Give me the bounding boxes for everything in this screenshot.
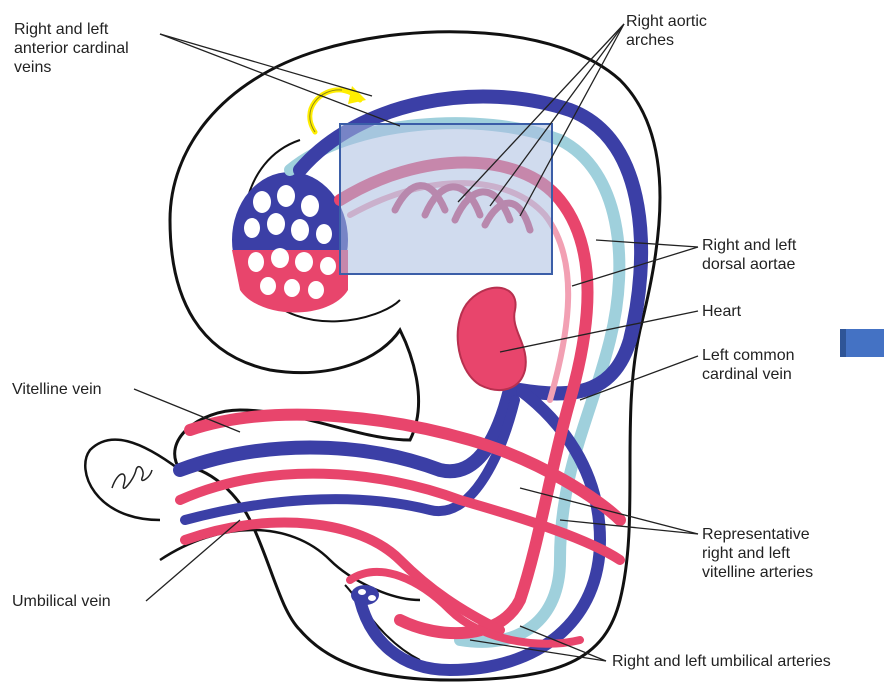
label-umbilical-vein: Umbilical vein xyxy=(12,592,111,611)
label-anterior-cardinal-line3: veins xyxy=(14,58,129,77)
label-umbilical-vein-line1: Umbilical vein xyxy=(12,592,111,611)
label-left-common-cardinal-vein: Left common cardinal vein xyxy=(702,346,794,384)
label-dorsal-aortae-line1: Right and left xyxy=(702,236,796,255)
label-heart-line1: Heart xyxy=(702,302,741,321)
label-vitelline-arteries-line3: vitelline arteries xyxy=(702,563,813,582)
label-umbilical-arteries-line1: Right and left umbilical arteries xyxy=(612,652,884,671)
label-heart: Heart xyxy=(702,302,741,321)
heart-shape xyxy=(458,288,526,390)
label-common-cardinal-line1: Left common xyxy=(702,346,794,365)
label-vitelline-vein-line1: Vitelline vein xyxy=(12,380,102,399)
highlight-box xyxy=(340,124,552,274)
label-anterior-cardinal-line1: Right and left xyxy=(14,20,129,39)
label-anterior-cardinal-veins: Right and left anterior cardinal veins xyxy=(14,20,129,77)
label-aortic-arches: Right aortic arches xyxy=(626,12,707,50)
label-vitelline-arteries-line1: Representative xyxy=(702,525,813,544)
square-marker-icon xyxy=(840,329,884,357)
label-dorsal-aortae: Right and left dorsal aortae xyxy=(702,236,796,274)
label-anterior-cardinal-line2: anterior cardinal xyxy=(14,39,129,58)
label-vitelline-arteries: Representative right and left vitelline … xyxy=(702,525,813,582)
label-aortic-arches-line1: Right aortic xyxy=(626,12,707,31)
label-dorsal-aortae-line2: dorsal aortae xyxy=(702,255,796,274)
label-vitelline-vein: Vitelline vein xyxy=(12,380,102,399)
umbilical-coil xyxy=(351,585,379,605)
artist-signature xyxy=(112,467,152,489)
label-aortic-arches-line2: arches xyxy=(626,31,707,50)
label-umbilical-arteries: Right and left umbilical arteries xyxy=(612,652,884,671)
label-common-cardinal-line2: cardinal vein xyxy=(702,365,794,384)
label-vitelline-arteries-line2: right and left xyxy=(702,544,813,563)
head-vessel-plexus xyxy=(232,172,348,313)
